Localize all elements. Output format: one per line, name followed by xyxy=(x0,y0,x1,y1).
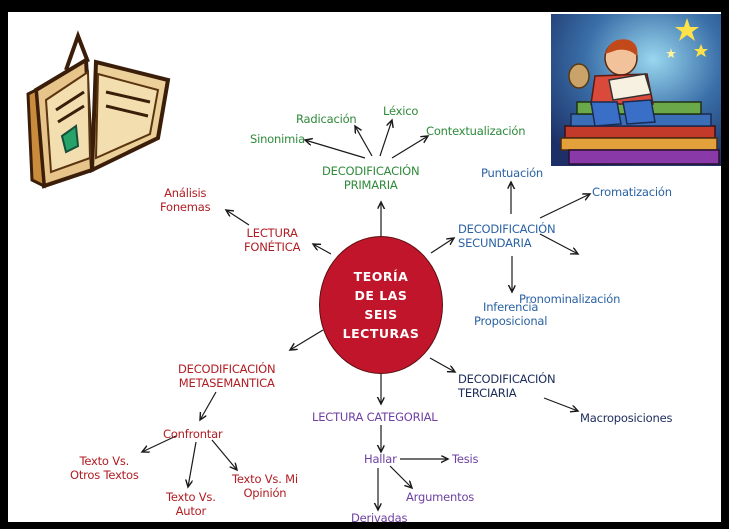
arrow-meta-confrontar xyxy=(200,391,217,420)
arrow-primaria-lexico xyxy=(379,120,392,157)
open-book-illustration xyxy=(26,30,171,189)
arrow-confrontar-opinion xyxy=(211,439,237,470)
secundaria-item-pronominalizacion: Pronominalización xyxy=(519,292,621,306)
arrow-primaria-sinonimia xyxy=(305,140,366,159)
arrow-terciaria-macro xyxy=(543,397,578,411)
terciaria-title: DECODIFICACIÓN TERCIARIA xyxy=(458,372,556,400)
metasemantica-item-autor: Texto Vs. Autor xyxy=(166,490,216,518)
arrow-center-metasemantica xyxy=(290,329,324,350)
categorial-hallar: Hallar xyxy=(364,452,397,466)
metasemantica-title: DECODIFICACIÓN METASEMANTICA xyxy=(178,362,276,390)
arrow-hallar-argumentos xyxy=(389,465,412,488)
arrow-fonetica-analisis xyxy=(226,210,250,226)
metasemantica-confrontar: Confrontar xyxy=(163,427,223,441)
arrow-center-fonetica xyxy=(313,244,332,255)
fonetica-item-analisis-fonemas: Análisis Fonemas xyxy=(160,186,211,214)
primaria-item-sinonimia: Sinonimia xyxy=(250,132,305,146)
primaria-item-contextualizacion: Contextualización xyxy=(426,124,526,138)
primaria-item-radicacion: Radicación xyxy=(296,112,357,126)
secundaria-title: DECODIFICACIÓN SECUNDARIA xyxy=(458,222,556,250)
primaria-title: DECODIFICACIÓN PRIMARIA xyxy=(322,164,420,192)
child-reading-illustration xyxy=(551,14,721,166)
central-node-title: TEORÍA DE LAS SEIS LECTURAS xyxy=(342,269,420,341)
arrow-confrontar-otros xyxy=(142,435,177,452)
secundaria-item-inferencia: Inferencia Proposicional xyxy=(474,300,548,328)
categorial-item-derivadas: Derivadas xyxy=(351,511,408,525)
arrow-secundaria-cromatizacion xyxy=(539,194,590,219)
arrow-secundaria-pronominalizacion xyxy=(539,233,578,254)
arrow-primaria-contextualizacion xyxy=(391,136,428,159)
categorial-item-tesis: Tesis xyxy=(452,452,479,466)
primaria-item-lexico: Léxico xyxy=(383,104,419,118)
central-node: TEORÍA DE LAS SEIS LECTURAS xyxy=(319,236,443,374)
arrow-primaria-radicacion xyxy=(355,126,373,157)
arrow-center-terciaria xyxy=(429,357,455,372)
arrow-center-secundaria xyxy=(430,238,454,254)
arrow-confrontar-autor xyxy=(188,441,197,487)
fonetica-title: LECTURA FONÉTICA xyxy=(244,226,301,254)
secundaria-item-puntuacion: Puntuación xyxy=(481,166,543,180)
secundaria-item-cromatizacion: Cromatización xyxy=(592,185,672,199)
categorial-title: LECTURA CATEGORIAL xyxy=(312,410,438,424)
terciaria-item-macroposiciones: Macroposiciones xyxy=(580,411,673,425)
metasemantica-item-otros-textos: Texto Vs. Otros Textos xyxy=(70,454,139,482)
metasemantica-item-opinion: Texto Vs. Mi Opinión xyxy=(232,472,298,500)
categorial-item-argumentos: Argumentos xyxy=(406,490,475,504)
